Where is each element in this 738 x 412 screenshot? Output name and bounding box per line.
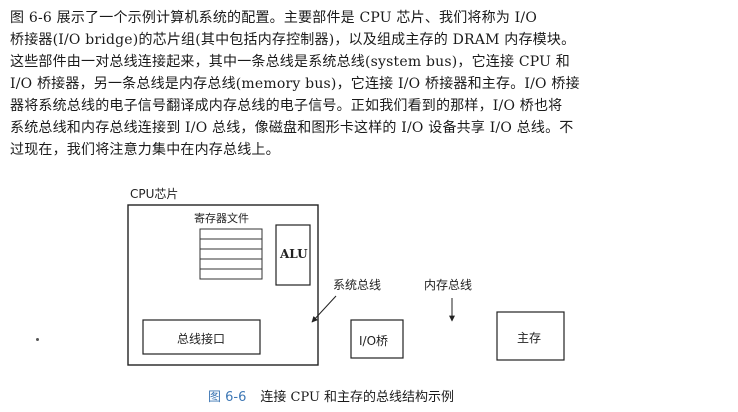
- paragraph-line: 过现在，我们将注意力集中在内存总线上。: [10, 142, 280, 158]
- main-memory-label: 主存: [517, 331, 542, 345]
- cpu-chip-box: [127, 204, 319, 366]
- io-bridge-box: [350, 319, 404, 359]
- bus-interface-box: [142, 319, 261, 355]
- caption-text: 连接 CPU 和主存的总线结构示例: [260, 390, 455, 405]
- paragraph-line: 桥接器(I/O bridge)的芯片组(其中包括内存控制器)，以及组成主存的 D…: [10, 32, 576, 48]
- system-bus-label: 系统总线: [333, 278, 382, 292]
- register-file-label: 寄存器文件: [194, 212, 249, 225]
- stray-dot: [36, 338, 39, 341]
- paragraph-line: I/O 桥接器，另一条总线是内存总线(memory bus)，它连接 I/O 桥…: [10, 76, 580, 92]
- system-bus-arrow: [311, 295, 337, 323]
- main-memory-box: [496, 311, 565, 361]
- paragraph-line: 器将系统总线的电子信号翻译成内存总线的电子信号。正如我们看到的那样，I/O 桥也…: [10, 98, 563, 114]
- figure-caption: 图 6-6 连接 CPU 和主存的总线结构示例: [208, 386, 454, 405]
- io-bridge-label: I/O桥: [359, 334, 389, 348]
- paragraph-line: 这些部件由一对总线连接起来，其中一条总线是系统总线(system bus)，它连…: [10, 54, 570, 70]
- paragraph-line: 图 6-6 展示了一个示例计算机系统的配置。主要部件是 CPU 芯片、我们将称为…: [10, 10, 538, 26]
- alu-label: ALU: [280, 247, 308, 261]
- paragraph-line: 系统总线和内存总线连接到 I/O 总线，像磁盘和图形卡这样的 I/O 设备共享 …: [10, 120, 574, 136]
- cpu-chip-label: CPU芯片: [130, 187, 179, 201]
- alu-box: [275, 224, 311, 286]
- memory-bus-label: 内存总线: [424, 278, 473, 292]
- bus-interface-label: 总线接口: [177, 332, 226, 346]
- register-file: [199, 228, 263, 280]
- figure-number: 图 6-6: [208, 390, 247, 405]
